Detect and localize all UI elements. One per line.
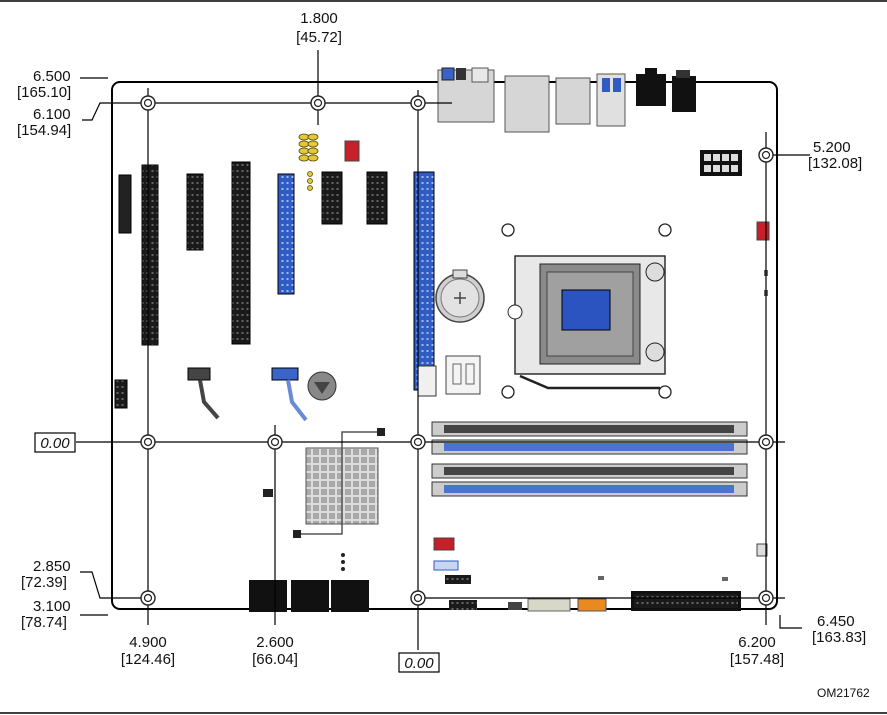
post-code-display <box>445 355 481 395</box>
yellow-header-pins <box>298 133 319 191</box>
mounting-hole-f <box>267 434 283 450</box>
dim-left-lower1-mm: [72.39] <box>21 574 67 591</box>
blue-header-bottom <box>433 560 459 571</box>
small-square-right <box>756 543 768 557</box>
dim-left-origin: 0.00 <box>40 435 70 452</box>
origin-box-bottom <box>398 652 440 673</box>
atx-main-power-connector <box>631 591 741 611</box>
black-header-bottom <box>445 575 471 584</box>
red-header-fan <box>756 221 770 241</box>
usb-header-3 <box>331 580 369 612</box>
usb-header-2 <box>291 580 329 612</box>
front-panel-header-3 <box>527 598 571 612</box>
dim-left-top-value: 6.500 <box>33 68 71 85</box>
mounting-hole-i <box>140 590 156 606</box>
dim-top-center-mm: [45.72] <box>296 29 342 46</box>
heatsink-mount-hole-2 <box>658 223 672 237</box>
mounting-hole-a <box>140 95 156 111</box>
dim-bottom-left-mm: [124.46] <box>121 651 175 668</box>
dim-left-top-mm: [165.10] <box>17 84 71 101</box>
mounting-hole-b <box>310 95 326 111</box>
front-panel-header-2 <box>508 602 522 610</box>
mounting-hole-d <box>758 147 774 163</box>
header-left-edge <box>114 379 128 409</box>
dim-bottom-left-value: 4.900 <box>129 634 167 651</box>
mounting-hole-g <box>410 434 426 450</box>
dim-left-second-value: 6.100 <box>33 106 71 123</box>
slot-clip-left <box>187 367 220 420</box>
dimm-slots <box>431 421 748 497</box>
mounting-hole-j <box>410 590 426 606</box>
dim-right-top-value: 5.200 <box>813 139 851 156</box>
dim-bottom-right-mm: [157.48] <box>730 651 784 668</box>
dim-bottom-mid-mm: [66.04] <box>252 651 298 668</box>
dim-bottom-origin: 0.00 <box>404 655 434 672</box>
small-header-heatsink-2 <box>293 530 301 538</box>
heatsink-mount-hole-4 <box>658 385 672 399</box>
mounting-hole-k <box>758 590 774 606</box>
dimension-lines <box>76 50 810 650</box>
dim-right-top-mm: [132.08] <box>808 155 862 172</box>
red-header-top <box>344 140 360 162</box>
pcie-x1-slot-1 <box>186 173 204 251</box>
front-panel-header-4 <box>577 598 607 612</box>
dim-left-lower2-mm: [78.74] <box>21 614 67 631</box>
dim-left-second-mm: [154.94] <box>17 122 71 139</box>
chipset-fan <box>307 371 337 401</box>
mounting-hole-c <box>410 95 426 111</box>
dim-bottom-mid-value: 2.600 <box>256 634 294 651</box>
slot-clip-blue <box>271 367 308 422</box>
sata-connector-left <box>118 174 132 234</box>
origin-box-left <box>34 432 76 453</box>
mounting-hole-e <box>140 434 156 450</box>
pcie-x1-slot-3 <box>366 171 388 225</box>
dim-top-center-value: 1.800 <box>300 10 338 27</box>
board-outline <box>111 81 778 610</box>
small-header-mid <box>263 489 273 497</box>
cpu-socket <box>507 255 666 390</box>
dim-bottom-right-value: 6.200 <box>738 634 776 651</box>
heatsink-mount-hole-3 <box>501 385 515 399</box>
pcie-x16-slot-blue <box>277 173 295 295</box>
pci-slot-1 <box>141 164 159 346</box>
pcie-x16-slot-latch <box>417 365 437 397</box>
figure-id: OM21762 <box>817 686 870 700</box>
dim-left-lower1-value: 2.850 <box>33 558 71 575</box>
dim-right-bottom-value: 6.450 <box>817 613 855 630</box>
pin-dots-bottom <box>341 553 345 571</box>
usb-header-1 <box>249 580 287 612</box>
chip-marking-1 <box>598 576 604 580</box>
dim-right-bottom-mm: [163.83] <box>812 629 866 646</box>
heatsink-clip-wire <box>298 431 384 535</box>
red-header-bottom <box>433 537 455 551</box>
atx-12v-power-connector <box>700 150 742 176</box>
front-panel-header-1 <box>449 600 477 610</box>
pcie-x1-slot-2 <box>321 171 343 225</box>
dim-left-lower2-value: 3.100 <box>33 598 71 615</box>
pci-slot-2 <box>231 161 251 345</box>
cmos-battery <box>435 269 485 323</box>
small-header-heatsink <box>377 428 385 436</box>
pcie-x16-slot-primary <box>413 171 435 391</box>
mounting-hole-h <box>758 434 774 450</box>
chip-marking-2 <box>722 577 728 581</box>
heatsink-mount-hole-1 <box>501 223 515 237</box>
rear-io-panel <box>437 67 696 133</box>
